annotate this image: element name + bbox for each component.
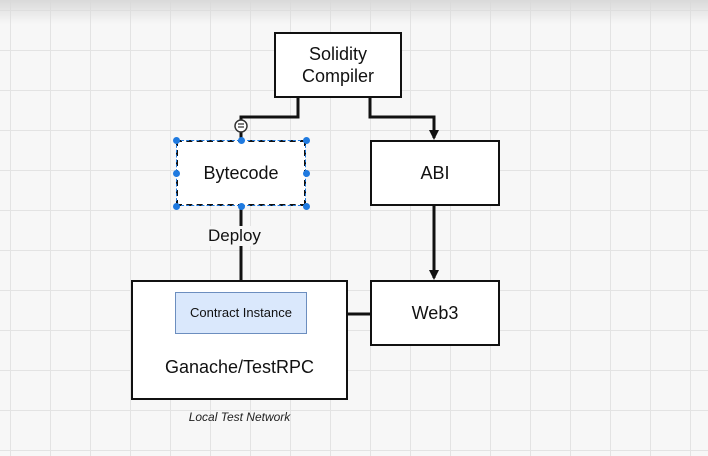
web3-label: Web3: [411, 303, 459, 323]
resize-handle-w[interactable]: [173, 170, 180, 177]
abi-label: ABI: [420, 163, 450, 183]
ganache-label: Ganache/TestRPC: [164, 357, 315, 377]
contract-instance-label: Contract Instance: [190, 305, 292, 320]
deploy-edge-label[interactable]: Deploy: [206, 226, 263, 246]
solidity-compiler-node[interactable]: Solidity Compiler: [274, 32, 402, 98]
edge-solidity-to-bytecode[interactable]: [239, 98, 300, 140]
bytecode-label: Bytecode: [203, 163, 279, 183]
local-test-network-caption[interactable]: Local Test Network: [188, 410, 291, 424]
resize-handle-e[interactable]: [303, 170, 310, 177]
resize-handle-nw[interactable]: [173, 137, 180, 144]
top-shadow: [0, 0, 708, 24]
solidity-compiler-label: Solidity Compiler: [301, 44, 375, 86]
contract-instance-node[interactable]: Contract Instance: [175, 292, 307, 334]
ganache-node[interactable]: Contract Instance Ganache/TestRPC: [131, 280, 348, 400]
resize-handle-ne[interactable]: [303, 137, 310, 144]
web3-node[interactable]: Web3: [370, 280, 500, 346]
resize-handle-se[interactable]: [303, 203, 310, 210]
resize-handle-n[interactable]: [238, 137, 245, 144]
abi-node[interactable]: ABI: [370, 140, 500, 206]
edge-solidity-to-abi[interactable]: [368, 98, 439, 140]
resize-handle-sw[interactable]: [173, 203, 180, 210]
selection-frame: [176, 140, 306, 206]
connection-point-icon[interactable]: [234, 119, 248, 133]
resize-handle-s[interactable]: [238, 203, 245, 210]
